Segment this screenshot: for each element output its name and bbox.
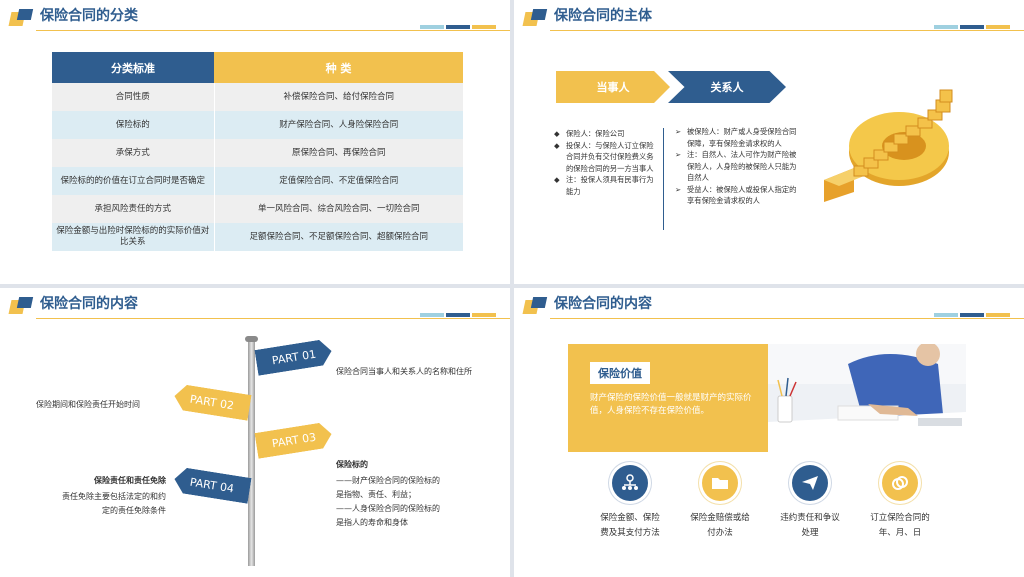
send-icon — [792, 465, 828, 501]
table-cell: 保险金额与出险时保险标的的实际价值对比关系 — [52, 223, 215, 251]
table-cell: 足额保险合同、不足额保险合同、超额保险合同 — [214, 223, 463, 251]
table-header-standard: 分类标准 — [52, 52, 214, 83]
table-cell: 承保方式 — [52, 139, 215, 167]
table-cell: 补偿保险合同、给付保险合同 — [214, 83, 463, 111]
list-item: ◆保险人：保险公司 — [554, 129, 625, 138]
slide-contents-value[interactable]: 保险合同的内容 保险价值 财产保险的保险价值一般就是财产的实际价值，人身保险不存… — [514, 288, 1024, 577]
part04-text: 责任免除主要包括法定的和约 定的责任免除条件 — [62, 492, 166, 515]
sign-part03: PART 03 — [254, 421, 333, 459]
classification-table: 分类标准 种 类 合同性质补偿保险合同、给付保险合同 保险标的财产保险合同、人身… — [52, 52, 463, 251]
list-item: ◆注：投保人须具有民事行为能力 — [554, 175, 654, 196]
header-divider — [36, 318, 510, 319]
part03-text: ——财产保险合同的保险标的 是指物、责任、利益； ——人身保险合同的保险标的 是… — [336, 476, 440, 527]
network-icon — [612, 465, 648, 501]
table-cell: 保险标的的价值在订立合同时是否确定 — [52, 167, 215, 195]
header-divider — [550, 318, 1024, 319]
table-cell: 财产保险合同、人身险保险合同 — [214, 111, 463, 139]
table-row: 保险金额与出险时保险标的的实际价值对比关系足额保险合同、不足额保险合同、超额保险… — [52, 223, 463, 251]
header-color-bars — [934, 313, 1010, 317]
header-logo-icon — [8, 297, 36, 315]
arrow-bullet-icon: ➢ — [675, 127, 682, 136]
value-panel: 保险价值 财产保险的保险价值一般就是财产的实际价值，人身保险不存在保险价值。 — [568, 344, 768, 452]
signpost-pole — [248, 340, 255, 566]
office-photo-image — [768, 344, 966, 452]
slide-title: 保险合同的主体 — [554, 8, 652, 24]
slide-title: 保险合同的内容 — [40, 296, 138, 312]
part02-text: 保险期间和保险责任开始时间 — [36, 400, 140, 409]
link-icon — [882, 465, 918, 501]
parties-label: 当事人 — [596, 81, 630, 94]
folder-icon — [702, 465, 738, 501]
slide-title: 保险合同的分类 — [40, 8, 138, 24]
header-divider — [550, 30, 1024, 31]
icon-label-4: 订立保险合同的年、月、日 — [870, 513, 930, 538]
table-cell: 原保险合同、再保险合同 — [214, 139, 463, 167]
list-item: ➢受益人：被保险人或投保人指定的享有保险金请求权的人 — [675, 184, 797, 206]
diamond-bullet-icon: ◆ — [554, 129, 560, 138]
table-row: 合同性质补偿保险合同、给付保险合同 — [52, 83, 463, 111]
arrow-bullet-icon: ➢ — [675, 150, 682, 159]
sign-part01: PART 01 — [254, 338, 333, 376]
sign-part04: PART 04 — [172, 466, 251, 504]
related-list: ➢被保险人：财产或人身受保险合同保障，享有保险金请求权的人 ➢注：自然人、法人可… — [675, 126, 803, 207]
icon-label-3: 违约责任和争议处理 — [780, 513, 840, 538]
signpost-cap — [245, 336, 258, 342]
table-header-type: 种 类 — [214, 52, 463, 83]
list-divider — [663, 128, 664, 230]
table-cell: 保险标的 — [52, 111, 215, 139]
table-row: 承保方式原保险合同、再保险合同 — [52, 139, 463, 167]
part01-text: 保险合同当事人和关系人的名称和住所 — [336, 367, 472, 376]
table-cell: 定值保险合同、不定值保险合同 — [214, 167, 463, 195]
slide-contents-signpost[interactable]: 保险合同的内容 PART 01 PART 02 PART 03 PART 04 … — [0, 288, 510, 577]
table-cell: 承担风险责任的方式 — [52, 195, 215, 223]
diamond-bullet-icon: ◆ — [554, 140, 560, 150]
related-label: 关系人 — [710, 81, 744, 94]
table-row: 保险标的财产保险合同、人身险保险合同 — [52, 111, 463, 139]
table-row: 保险标的的价值在订立合同时是否确定定值保险合同、不定值保险合同 — [52, 167, 463, 195]
table-cell: 单一风险合同、综合风险合同、一切险合同 — [214, 195, 463, 223]
value-badge: 保险价值 — [590, 362, 650, 384]
header-logo-icon — [522, 9, 550, 27]
icon-label-2: 保险金赔偿或给付办法 — [690, 513, 750, 538]
slide-subjects[interactable]: 保险合同的主体 当事人 关系人 ◆保险人：保险公司 ◆投保人：与保险人订立保险合… — [514, 0, 1024, 284]
header-logo-icon — [522, 297, 550, 315]
part03-heading: 保险标的 — [336, 460, 368, 469]
header-divider — [36, 30, 510, 31]
related-arrow: 关系人 — [668, 71, 786, 103]
parties-arrow: 当事人 — [556, 71, 670, 103]
part04-heading: 保险责任和责任免除 — [94, 476, 166, 485]
golden-stairs-image — [824, 89, 953, 202]
table-row: 承担风险责任的方式单一风险合同、综合风险合同、一切险合同 — [52, 195, 463, 223]
header-color-bars — [420, 25, 496, 29]
table-cell: 合同性质 — [52, 83, 215, 111]
header-color-bars — [934, 25, 1010, 29]
list-item: ◆投保人：与保险人订立保险合同并负有交付保险费义务的保险合同的另一方当事人 — [554, 140, 654, 173]
list-item: ➢被保险人：财产或人身受保险合同保障，享有保险金请求权的人 — [675, 127, 797, 148]
header-logo-icon — [8, 9, 36, 27]
icon-label-1: 保险金额、保险费及其支付方法 — [600, 513, 660, 538]
slide-title: 保险合同的内容 — [554, 296, 652, 312]
parties-list: ◆保险人：保险公司 ◆投保人：与保险人订立保险合同并负有交付保险费义务的保险合同… — [554, 128, 658, 197]
slide-classification[interactable]: 保险合同的分类 分类标准 种 类 合同性质补偿保险合同、给付保险合同 保险标的财… — [0, 0, 510, 284]
header-color-bars — [420, 313, 496, 317]
arrow-bullet-icon: ➢ — [675, 184, 682, 194]
diamond-bullet-icon: ◆ — [554, 175, 560, 184]
value-description: 财产保险的保险价值一般就是财产的实际价值，人身保险不存在保险价值。 — [590, 393, 752, 416]
list-item: ➢注：自然人、法人可作为财产险被保险人，人身险的被保险人只能为自然人 — [675, 150, 797, 182]
